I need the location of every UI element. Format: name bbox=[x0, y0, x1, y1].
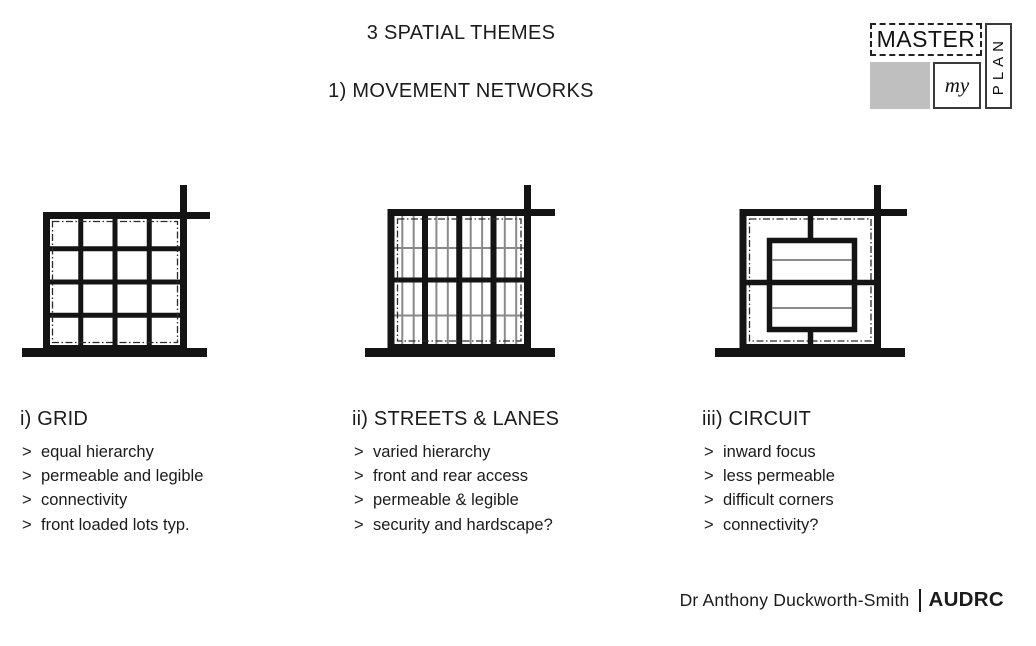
bullet-text: security and hardscape? bbox=[373, 515, 553, 534]
bullet-marker: > bbox=[354, 443, 364, 461]
bullet-item: > front loaded lots typ. bbox=[20, 513, 330, 537]
bullet-marker: > bbox=[704, 467, 714, 486]
bullet-text: permeable & legible bbox=[373, 491, 519, 510]
logo-master-label: MASTER bbox=[870, 23, 982, 56]
bullet-text: front loaded lots typ. bbox=[41, 515, 190, 534]
bullet-marker: > bbox=[22, 491, 32, 510]
bullet-item: > difficult corners bbox=[702, 488, 1012, 512]
bullet-text: varied hierarchy bbox=[373, 443, 491, 461]
bullet-text: difficult corners bbox=[723, 491, 834, 510]
column-streets-lanes: ii) STREETS & LANES > varied hierarchy >… bbox=[352, 406, 662, 537]
bullet-text: less permeable bbox=[723, 467, 835, 486]
logo-my-label: my bbox=[933, 62, 981, 109]
masterplan-logo: MASTER my PLAN bbox=[868, 21, 1016, 113]
logo-plan-box: PLAN bbox=[985, 23, 1012, 109]
bullet-text: front and rear access bbox=[373, 467, 528, 486]
bullet-marker: > bbox=[22, 467, 32, 486]
page-title: 3 SPATIAL THEMES bbox=[366, 22, 556, 44]
bullet-marker: > bbox=[704, 515, 714, 534]
footer-divider bbox=[919, 588, 922, 612]
logo-gray-square bbox=[870, 62, 930, 109]
column-grid-heading: i) GRID bbox=[20, 408, 89, 430]
column-circuit: iii) CIRCUIT > inward focus > less perme… bbox=[702, 406, 1012, 537]
bullet-marker: > bbox=[354, 491, 364, 510]
column-circuit-heading: iii) CIRCUIT bbox=[702, 408, 812, 430]
footer: Dr Anthony Duckworth-Smith AUDRC bbox=[680, 588, 1004, 612]
bullet-marker: > bbox=[22, 443, 32, 461]
bullet-text: connectivity? bbox=[723, 515, 819, 534]
bullet-text: equal hierarchy bbox=[41, 443, 154, 461]
author-name: Dr Anthony Duckworth-Smith bbox=[679, 589, 910, 610]
bullet-text: permeable and legible bbox=[41, 467, 204, 486]
bullet-marker: > bbox=[354, 515, 364, 534]
bullet-item: > equal hierarchy bbox=[20, 440, 330, 464]
bullet-item: > front and rear access bbox=[352, 464, 662, 488]
bullet-item: > permeable and legible bbox=[20, 464, 330, 488]
streets-and-lanes-diagram bbox=[365, 185, 555, 357]
bullet-item: > varied hierarchy bbox=[352, 440, 662, 464]
bullet-item: > connectivity? bbox=[702, 513, 1012, 537]
circuit-diagram bbox=[715, 185, 907, 357]
page-subtitle: 1) MOVEMENT NETWORKS bbox=[328, 80, 594, 102]
bullet-item: > connectivity bbox=[20, 488, 330, 512]
bullet-marker: > bbox=[354, 467, 364, 486]
bullet-item: > security and hardscape? bbox=[352, 513, 662, 537]
bullet-item: > permeable & legible bbox=[352, 488, 662, 512]
bullet-text: inward focus bbox=[723, 443, 816, 461]
bullet-marker: > bbox=[22, 515, 32, 534]
org-name: AUDRC bbox=[928, 588, 1004, 611]
bullet-item: > less permeable bbox=[702, 464, 1012, 488]
bullet-text: connectivity bbox=[41, 491, 128, 510]
bullet-item: > inward focus bbox=[702, 440, 1012, 464]
bullet-marker: > bbox=[704, 443, 714, 461]
column-grid: i) GRID > equal hierarchy > permeable an… bbox=[20, 406, 330, 537]
grid-diagram bbox=[22, 185, 210, 357]
bullet-marker: > bbox=[704, 491, 714, 510]
logo-plan-label: PLAN bbox=[990, 36, 1007, 96]
column-streets-lanes-heading: ii) STREETS & LANES bbox=[352, 408, 560, 430]
